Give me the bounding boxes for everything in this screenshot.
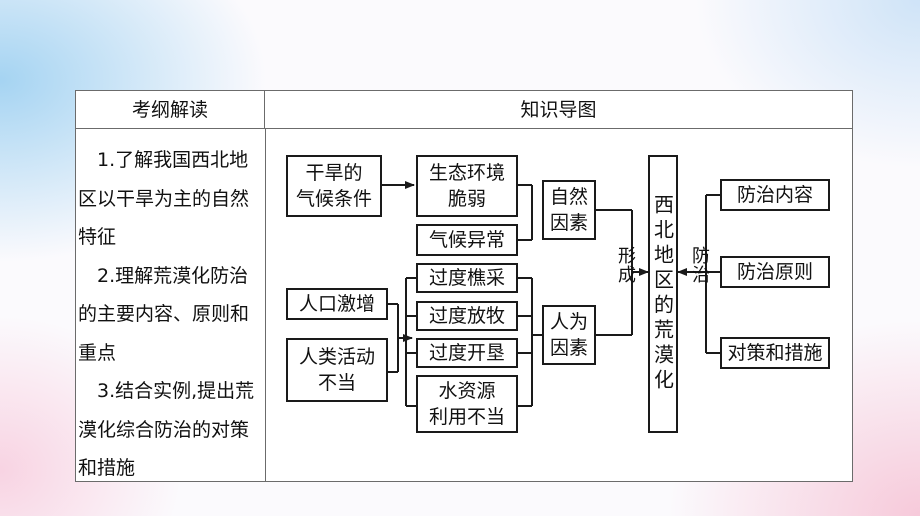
header-mind-map: 知识导图 bbox=[265, 91, 852, 129]
population-surge-box: 人口激增 bbox=[286, 288, 388, 320]
header-syllabus: 考纲解读 bbox=[76, 91, 265, 129]
water-misuse-box: 水资源 利用不当 bbox=[416, 375, 518, 433]
human-factors-box: 人为 因素 bbox=[542, 305, 596, 365]
northwest-desertification-box: 西北地区的荒漠化 bbox=[648, 155, 678, 433]
prevention-label: 防治 bbox=[689, 246, 710, 284]
human-activity-box: 人类活动 不当 bbox=[286, 338, 388, 402]
knowledge-diagram: 干旱的 气候条件 生态环境 脆弱 气候异常 自然 因素 人口激增 人类活动 不当… bbox=[286, 150, 834, 436]
prevention-principle-box: 防治原则 bbox=[720, 256, 830, 288]
climate-anomaly-box: 气候异常 bbox=[416, 224, 518, 256]
prevention-content-box: 防治内容 bbox=[720, 179, 830, 211]
drought-climate-box: 干旱的 气候条件 bbox=[286, 155, 382, 217]
requirement-item: 3.结合实例,提出荒漠化综合防治的对策和措施 bbox=[78, 380, 255, 479]
column-divider bbox=[265, 129, 266, 481]
over-reclaim-box: 过度开垦 bbox=[416, 338, 518, 368]
diagram-connectors bbox=[382, 181, 720, 407]
requirement-item: 2.理解荒漠化防治的主要内容、原则和重点 bbox=[78, 264, 250, 364]
over-grazing-box: 过度放牧 bbox=[416, 301, 518, 331]
ecology-fragile-box: 生态环境 脆弱 bbox=[416, 155, 518, 217]
requirements-list: 1.了解我国西北地区以干旱为主的自然特征 2.理解荒漠化防治的主要内容、原则和重… bbox=[78, 141, 262, 488]
natural-factors-box: 自然 因素 bbox=[542, 180, 596, 240]
formation-label: 形成 bbox=[615, 246, 636, 284]
over-logging-box: 过度樵采 bbox=[416, 263, 518, 293]
requirement-item: 1.了解我国西北地区以干旱为主的自然特征 bbox=[78, 149, 250, 248]
measures-box: 对策和措施 bbox=[720, 337, 830, 369]
